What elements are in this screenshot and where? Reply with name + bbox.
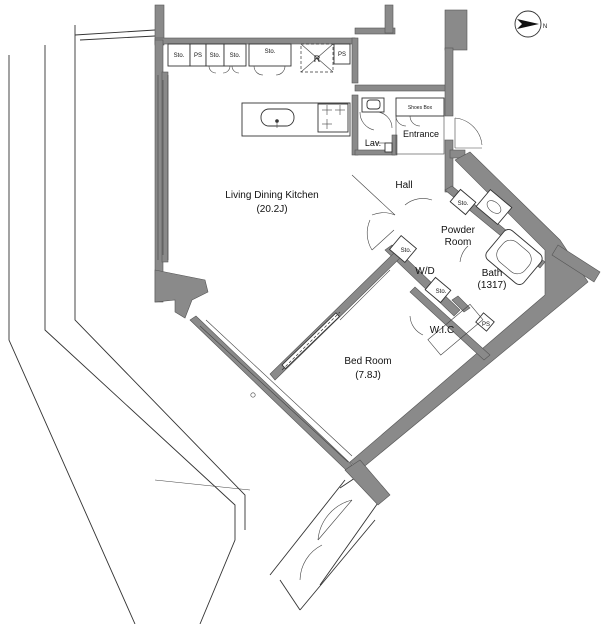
bath-name-label: Bath [482, 268, 503, 279]
sto-label-4: Sto. [265, 49, 276, 55]
ldk-area-label: (20.2J) [256, 204, 287, 215]
sto-label-1: Sto. [174, 53, 185, 59]
sto-label-7: Sto. [436, 289, 447, 295]
powder-label-2: Room [445, 237, 472, 248]
entrance-label: Entrance [403, 129, 439, 139]
bed-name-label: Bed Room [344, 356, 391, 367]
wet-area [388, 188, 543, 356]
sliding-door [281, 269, 391, 371]
sto-label-6: Sto. [401, 248, 412, 254]
hall-label: Hall [395, 180, 412, 191]
entrance-area [359, 97, 483, 155]
ldk-name-label: Living Dining Kitchen [225, 190, 318, 201]
ps-label-3: PS [482, 322, 490, 328]
fridge-label: R [314, 54, 321, 64]
labels: Living Dining Kitchen (20.2J) Hall Powde… [174, 24, 548, 381]
left-window [157, 75, 169, 260]
north-label: N [543, 24, 547, 30]
lav-label: Lav. [365, 138, 381, 148]
bath-size-label: (1317) [478, 280, 507, 291]
hall-doors [351, 174, 433, 251]
wd-label: W/D [415, 266, 434, 277]
compass-icon [514, 10, 542, 38]
sto-label-2: Sto. [210, 53, 221, 59]
kitchen-island [241, 102, 351, 137]
sto-label-3: Sto. [230, 53, 241, 59]
bed-area-label: (7.8J) [355, 370, 381, 381]
wic-label: W.I.C [430, 325, 454, 336]
ps-label-2: PS [338, 52, 346, 58]
shoes-box-label: Shoes Box [408, 105, 433, 111]
kitchen-storage [167, 43, 351, 76]
bedroom-window [199, 319, 353, 463]
ps-label-1: PS [194, 53, 202, 59]
balcony-lines [8, 25, 381, 624]
powder-label-1: Powder [441, 225, 476, 236]
sto-label-5: Sto. [458, 201, 469, 207]
